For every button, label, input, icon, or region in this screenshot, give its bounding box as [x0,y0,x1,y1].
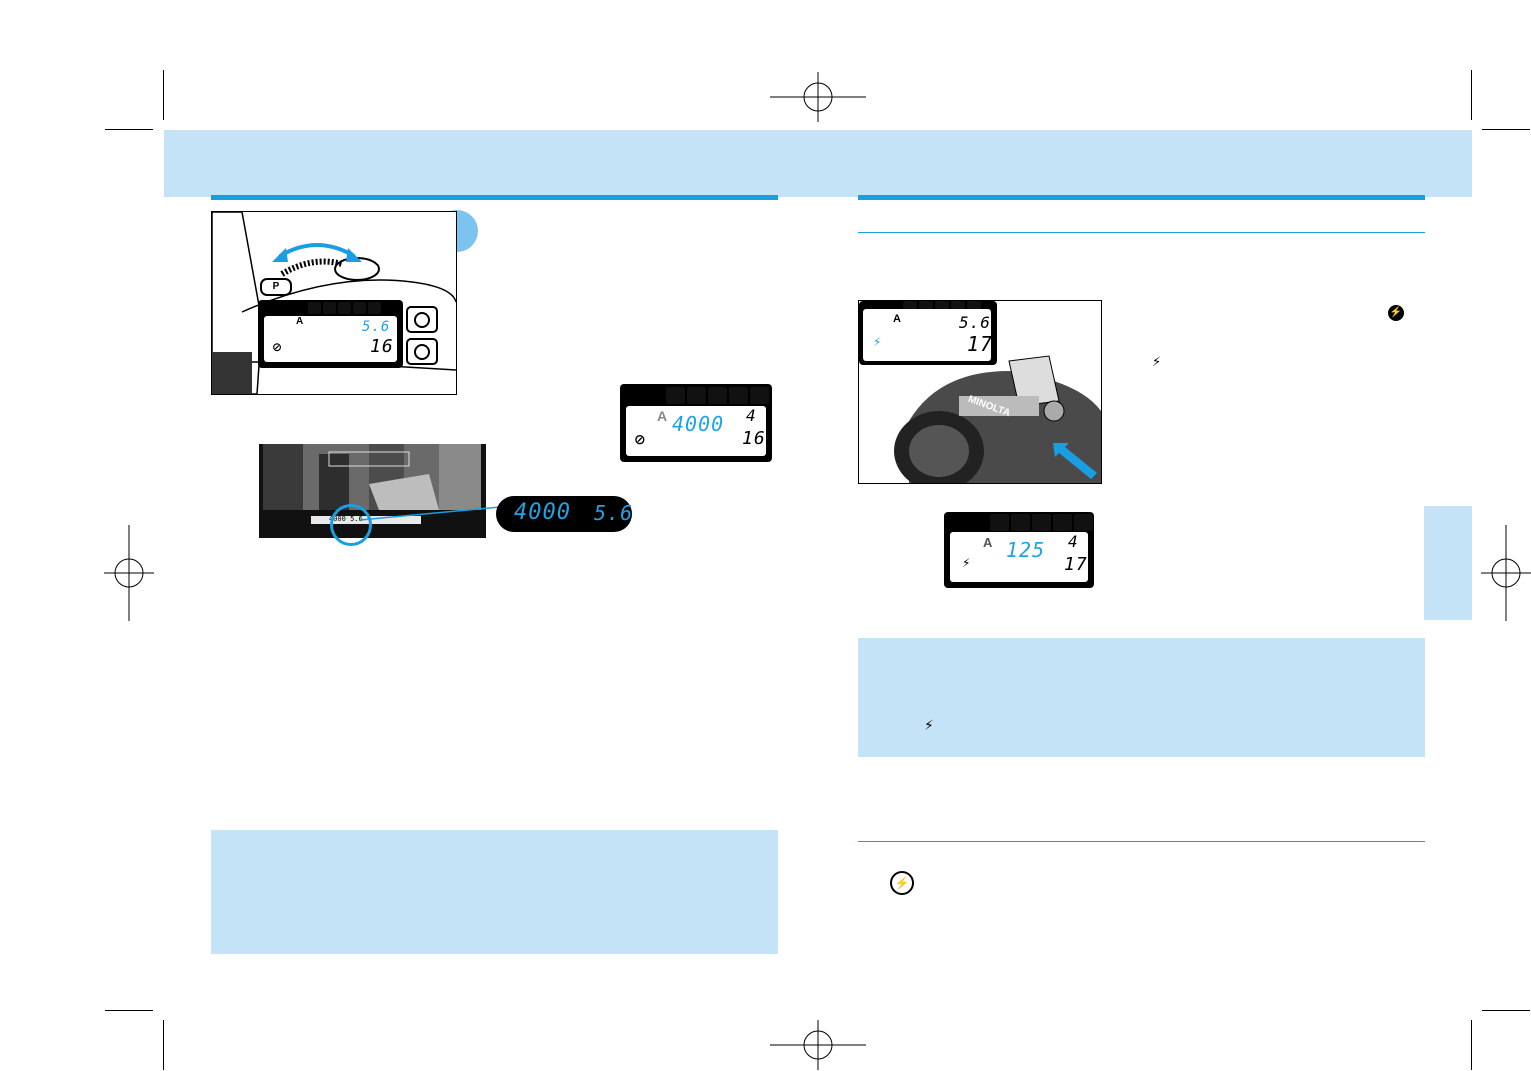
camera-flash-illustration: MINOLTA A 5.6 17 ⚡ [858,300,1102,484]
zoom-connector [360,505,500,525]
flash-button-icon: ⚡ [1388,305,1404,321]
flash-icon: ⚡ [962,556,970,570]
crop-mark [1471,70,1472,120]
registration-mark [104,525,154,621]
crop-mark [105,1010,153,1011]
frames-value: 4 [1068,534,1079,550]
crop-mark [1482,1010,1530,1011]
flash-icon: ⚡ [873,335,881,349]
lcd-blink-display: A 4000 4 16 ⊘ [620,384,772,462]
flash-icon: ⚡ [924,718,934,734]
frame-counter: 16 [742,430,766,448]
header-band [164,130,1472,197]
registration-mark [1481,525,1531,621]
flash-cancel-icon: ⚡ [890,871,914,895]
crop-mark [1471,1020,1472,1070]
press-arrow-icon [1051,439,1101,483]
shutter-speed-blink: 125 [1006,540,1045,560]
note-box-right [858,638,1425,757]
section-rule [858,232,1425,233]
note-box-left [211,830,778,954]
zoom-shutter: 4000 [514,502,571,524]
lcd-panel: A 5.6 17 ⚡ [859,301,997,365]
aperture-value: 5.6 [959,315,991,331]
rotate-arrow-icon [272,234,362,268]
lcd-blink-display: A 125 4 17 ⚡ [944,512,1094,588]
zoom-aperture: 5.6 [594,503,633,523]
frames-value: 4 [746,408,757,424]
registration-mark [770,72,866,122]
mode-indicator: A [983,535,992,550]
flash-icon: ⚡ [1152,355,1161,370]
header-rule-right [858,195,1425,200]
p-button: P [260,278,292,296]
crop-mark [1482,129,1530,130]
flash-off-icon: ⊘ [634,432,646,448]
registration-mark [770,1020,866,1070]
crop-mark [163,70,164,120]
aperture-value: 5.6 [362,320,390,334]
frame-counter: 17 [967,334,993,354]
crop-mark [105,129,153,130]
section-rule [858,841,1425,842]
frame-counter: 17 [1064,556,1088,574]
viewfinder-zoom: 4000 5.6 [496,496,632,532]
mode-indicator: A [893,313,901,325]
camera-top-illustration: P A 5.6 16 ⊘ [211,211,457,395]
chapter-tab [1424,506,1472,620]
mode-indicator: A [657,408,667,424]
flash-off-icon: ⊘ [272,340,282,354]
mode-indicator: A [296,316,303,327]
header-rule-left [211,195,778,200]
lcd-panel: A 5.6 16 ⊘ [258,300,403,368]
frame-counter: 16 [370,338,394,356]
shutter-speed-blink: 4000 [672,414,724,434]
crop-mark [163,1020,164,1070]
